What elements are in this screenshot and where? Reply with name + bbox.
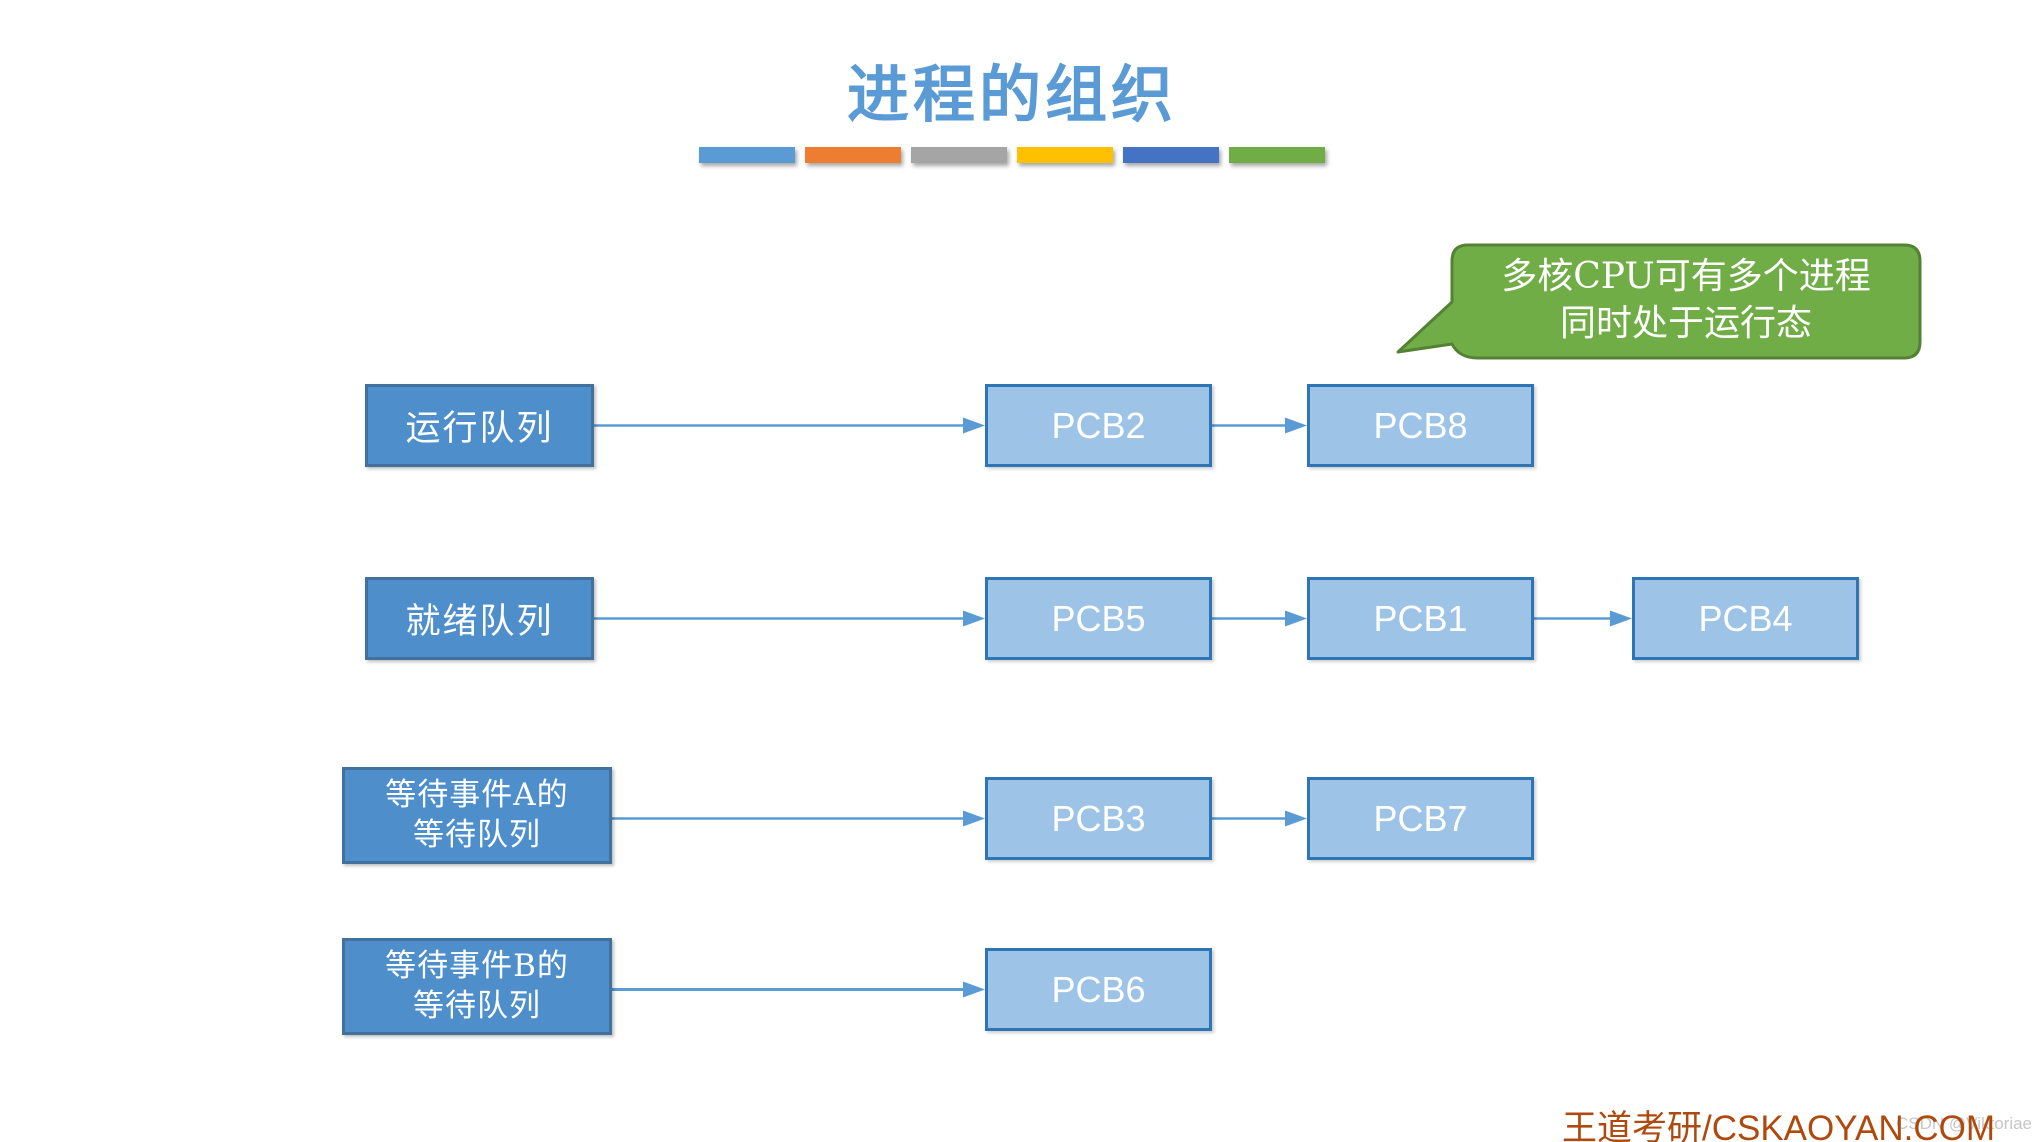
pcb-label: PCB4: [1698, 597, 1793, 639]
pcb-box-pcb1: PCB1: [1307, 577, 1534, 660]
queue-label-line1: 等待事件A的: [385, 776, 569, 813]
pcb-box-pcb8: PCB8: [1307, 384, 1534, 467]
pcb-box-pcb6: PCB6: [985, 948, 1212, 1031]
arrow-waitB-to-pcb6: [612, 981, 985, 998]
page-title: 进程的组织: [846, 58, 1178, 131]
pcb-box-pcb3: PCB3: [985, 777, 1212, 860]
queue-label-line2: 等待队列: [413, 816, 541, 853]
arrow-running-to-pcb2: [594, 417, 985, 434]
pcb-label: PCB1: [1373, 597, 1468, 639]
arrow-pcb2-to-pcb8: [1212, 417, 1307, 434]
brand-footer: 王道考研/CSKAOYAN.COM: [1561, 1109, 1995, 1142]
accent-bar-gold: [1017, 147, 1113, 163]
callout-line-1: 多核CPU可有多个进程: [1501, 256, 1871, 297]
pcb-box-pcb5: PCB5: [985, 577, 1212, 660]
queue-label-line1: 等待事件B的: [385, 947, 569, 984]
pcb-box-pcb7: PCB7: [1307, 777, 1534, 860]
queue-label-line2: 等待队列: [413, 987, 541, 1024]
queue-label: 运行队列: [405, 409, 554, 449]
arrow-waitA-to-pcb3: [612, 810, 985, 827]
arrow-pcb5-to-pcb1: [1212, 610, 1307, 627]
csdn-watermark: CSDN @Viktoriae: [1896, 1114, 2032, 1133]
accent-bar-gray: [911, 147, 1007, 163]
pcb-box-pcb4: PCB4: [1632, 577, 1859, 660]
accent-bar-orange: [805, 147, 901, 163]
queue-box-wait-event-b: 等待事件B的 等待队列: [342, 938, 612, 1035]
accent-bars: [699, 147, 1325, 163]
callout-bubble-shape: [1396, 243, 1922, 360]
accent-bar-darkblue: [1123, 147, 1219, 163]
callout-text: 多核CPU可有多个进程 同时处于运行态: [1452, 254, 1920, 348]
arrow-pcb1-to-pcb4: [1534, 610, 1632, 627]
queue-box-wait-event-a: 等待事件A的 等待队列: [342, 767, 612, 864]
pcb-label: PCB2: [1051, 404, 1146, 446]
pcb-box-pcb2: PCB2: [985, 384, 1212, 467]
pcb-label: PCB3: [1051, 797, 1146, 839]
pcb-label: PCB8: [1373, 404, 1468, 446]
pcb-label: PCB5: [1051, 597, 1146, 639]
queue-label: 就绪队列: [405, 602, 554, 642]
accent-bar-blue: [699, 147, 795, 163]
arrow-pcb3-to-pcb7: [1212, 810, 1307, 827]
pcb-label: PCB6: [1051, 968, 1146, 1010]
pcb-label: PCB7: [1373, 797, 1468, 839]
arrow-ready-to-pcb5: [594, 610, 985, 627]
queue-box-ready: 就绪队列: [365, 577, 594, 660]
callout-line-2: 同时处于运行态: [1559, 302, 1812, 344]
accent-bar-green: [1229, 147, 1325, 163]
queue-box-running: 运行队列: [365, 384, 594, 467]
